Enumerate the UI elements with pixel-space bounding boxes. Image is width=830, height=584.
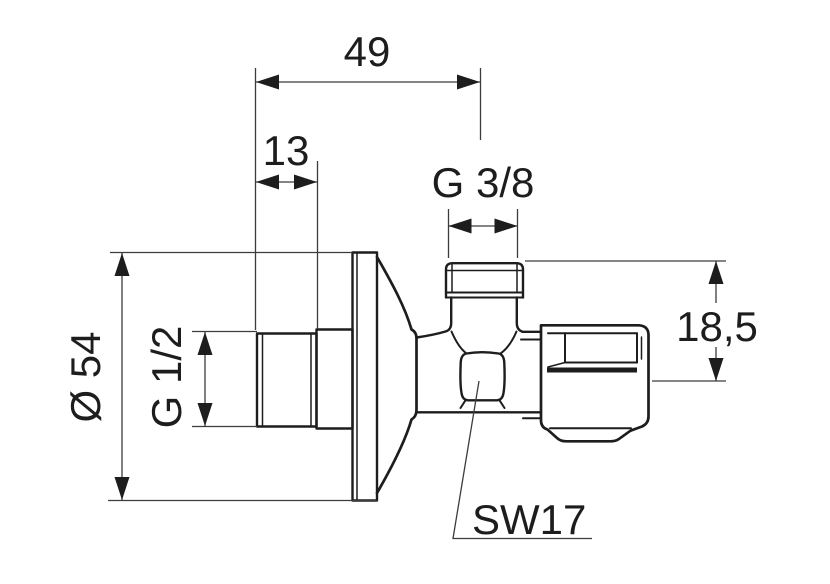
dimension-g12: G 1/2 (143, 326, 257, 429)
stem-flare-right (498, 399, 506, 409)
arrowhead-right (294, 174, 317, 190)
dimension-label-g38: G 3/8 (432, 159, 535, 206)
dimension-label-185: 18,5 (676, 303, 758, 350)
leader-line (452, 380, 592, 540)
stem-housing-sw17 (459, 350, 506, 409)
arrowhead-up (708, 261, 724, 284)
arrowhead-up (114, 253, 130, 276)
arrowhead-left (256, 74, 279, 90)
arrowhead-up (197, 332, 213, 355)
wall-thread-g12 (255, 332, 318, 428)
body-top-edge (415, 296, 453, 339)
dimension-dia54: Ø 54 (62, 251, 377, 502)
stem-flare-left (459, 399, 467, 409)
top-connection-g38 (444, 262, 525, 299)
dimension-label-g12: G 1/2 (143, 326, 190, 429)
saddle-right (499, 330, 518, 355)
arrowhead-down (114, 477, 130, 500)
dimension-g38: G 3/8 (432, 159, 535, 258)
arrowhead-left (256, 174, 279, 190)
wrench-size-callout: SW17 (452, 380, 592, 543)
arrowhead-right (457, 74, 480, 90)
rosette-cone (375, 255, 418, 495)
arrowhead-left (448, 218, 472, 234)
dimension-label-49: 49 (344, 28, 391, 75)
outlet-window-chamfer (547, 361, 566, 368)
dimension-185: 18,5 (525, 260, 758, 382)
collar (315, 328, 354, 430)
stem-barrel (459, 350, 506, 402)
dimension-label-13: 13 (263, 127, 310, 174)
dimension-13: 13 (256, 127, 319, 329)
arrowhead-down (197, 403, 213, 426)
rosette-face (351, 251, 379, 502)
branch-right-wall (515, 296, 543, 333)
dimension-49: 49 (254, 28, 482, 330)
dimension-label-dia54: Ø 54 (62, 331, 109, 422)
arrowhead-down (708, 358, 724, 381)
outlet-connection (539, 323, 650, 443)
thread-body (255, 332, 318, 428)
cap-outer (444, 262, 525, 299)
wrench-size-label: SW17 (472, 496, 586, 543)
valve-outline (255, 251, 650, 502)
saddle-left (450, 330, 468, 355)
rosette-plate (351, 251, 379, 502)
outlet-outer (539, 323, 650, 443)
arrowhead-right (494, 218, 518, 234)
